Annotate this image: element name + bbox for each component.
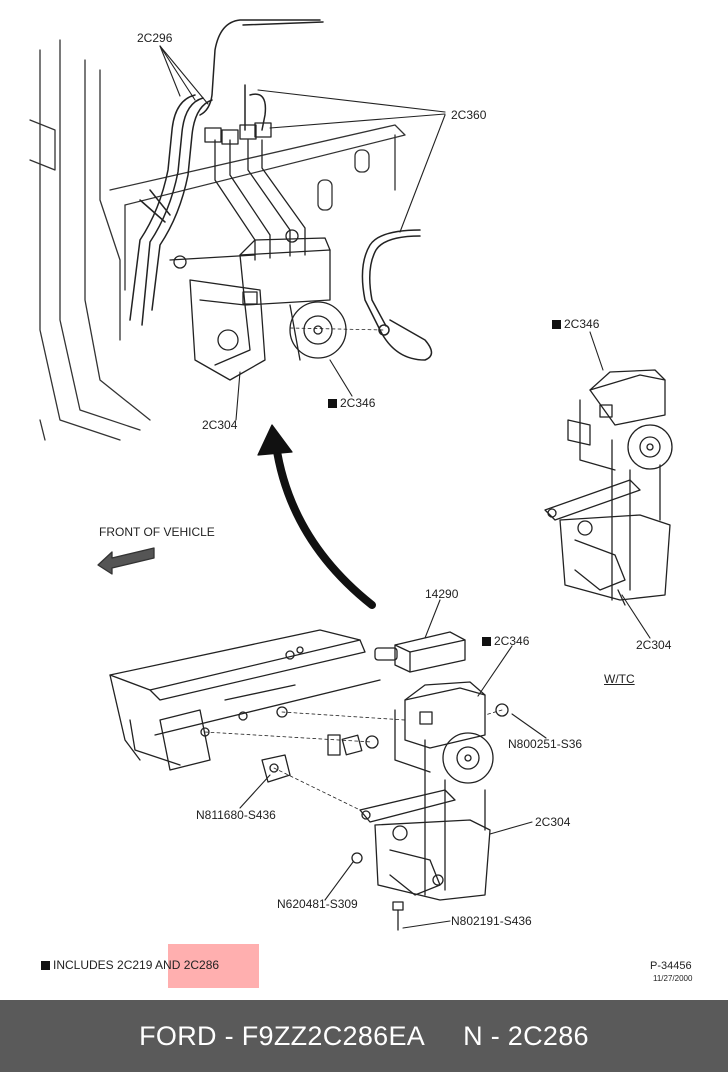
label-n802191: N802191-S436 (451, 914, 532, 928)
component-14290 (374, 631, 466, 673)
abs-module-wtc (544, 369, 673, 606)
front-of-vehicle-arrow (97, 547, 155, 575)
footer-brand-part: FORD - F9ZZ2C286EA (139, 1020, 426, 1051)
includes-marker-icon (41, 961, 50, 970)
label-n800251: N800251-S36 (508, 737, 583, 751)
hose-2c360 (361, 229, 433, 361)
includes-note: INCLUDES 2C219 AND 2C286 (41, 958, 219, 972)
label-n811680: N811680-S436 (196, 808, 276, 822)
frame-bottom (109, 629, 381, 771)
label-2c346-wtc: 2C346 (552, 317, 599, 331)
label-2c360-top: 2C360 (451, 108, 487, 122)
curved-arrow (257, 424, 376, 609)
includes-marker-icon (328, 399, 337, 408)
reference-date: 11/27/2000 (653, 974, 693, 983)
abs-module-top (169, 229, 347, 381)
abs-module-exploded-diagram (29, 19, 673, 931)
tube-runs (204, 122, 306, 261)
part-highlight (168, 944, 259, 988)
top-leader-lines (159, 45, 446, 421)
includes-marker-icon (552, 320, 561, 329)
label-14290: 14290 (425, 587, 459, 601)
label-wtc: W/TC (604, 672, 635, 686)
brake-tubes-2c296 (129, 19, 324, 326)
label-n620481: N620481-S309 (277, 897, 358, 911)
frame-rail-outline (29, 39, 406, 441)
bottom-leader-lines (239, 599, 547, 929)
part-footer-bar: FORD - F9ZZ2C286EA N - 2C286 (0, 1000, 728, 1072)
wtc-leader-lines (589, 331, 651, 639)
abs-module-bottom (394, 681, 494, 784)
assembly-lines (204, 327, 503, 811)
label-2c346-top: 2C346 (328, 396, 375, 410)
label-2c304-wtc: 2C304 (636, 638, 672, 652)
reference-number: P-34456 (650, 960, 692, 972)
label-2c304-top: 2C304 (202, 418, 238, 432)
fasteners (261, 703, 509, 931)
label-front-of-vehicle: FRONT OF VEHICLE (99, 525, 215, 539)
footer-part-code: N - 2C286 (463, 1020, 589, 1051)
bracket-bottom (359, 739, 491, 901)
includes-marker-icon (482, 637, 491, 646)
label-2c296-top: 2C296 (137, 31, 173, 45)
label-2c346-bottom: 2C346 (482, 634, 529, 648)
label-2c304-bottom: 2C304 (535, 815, 571, 829)
